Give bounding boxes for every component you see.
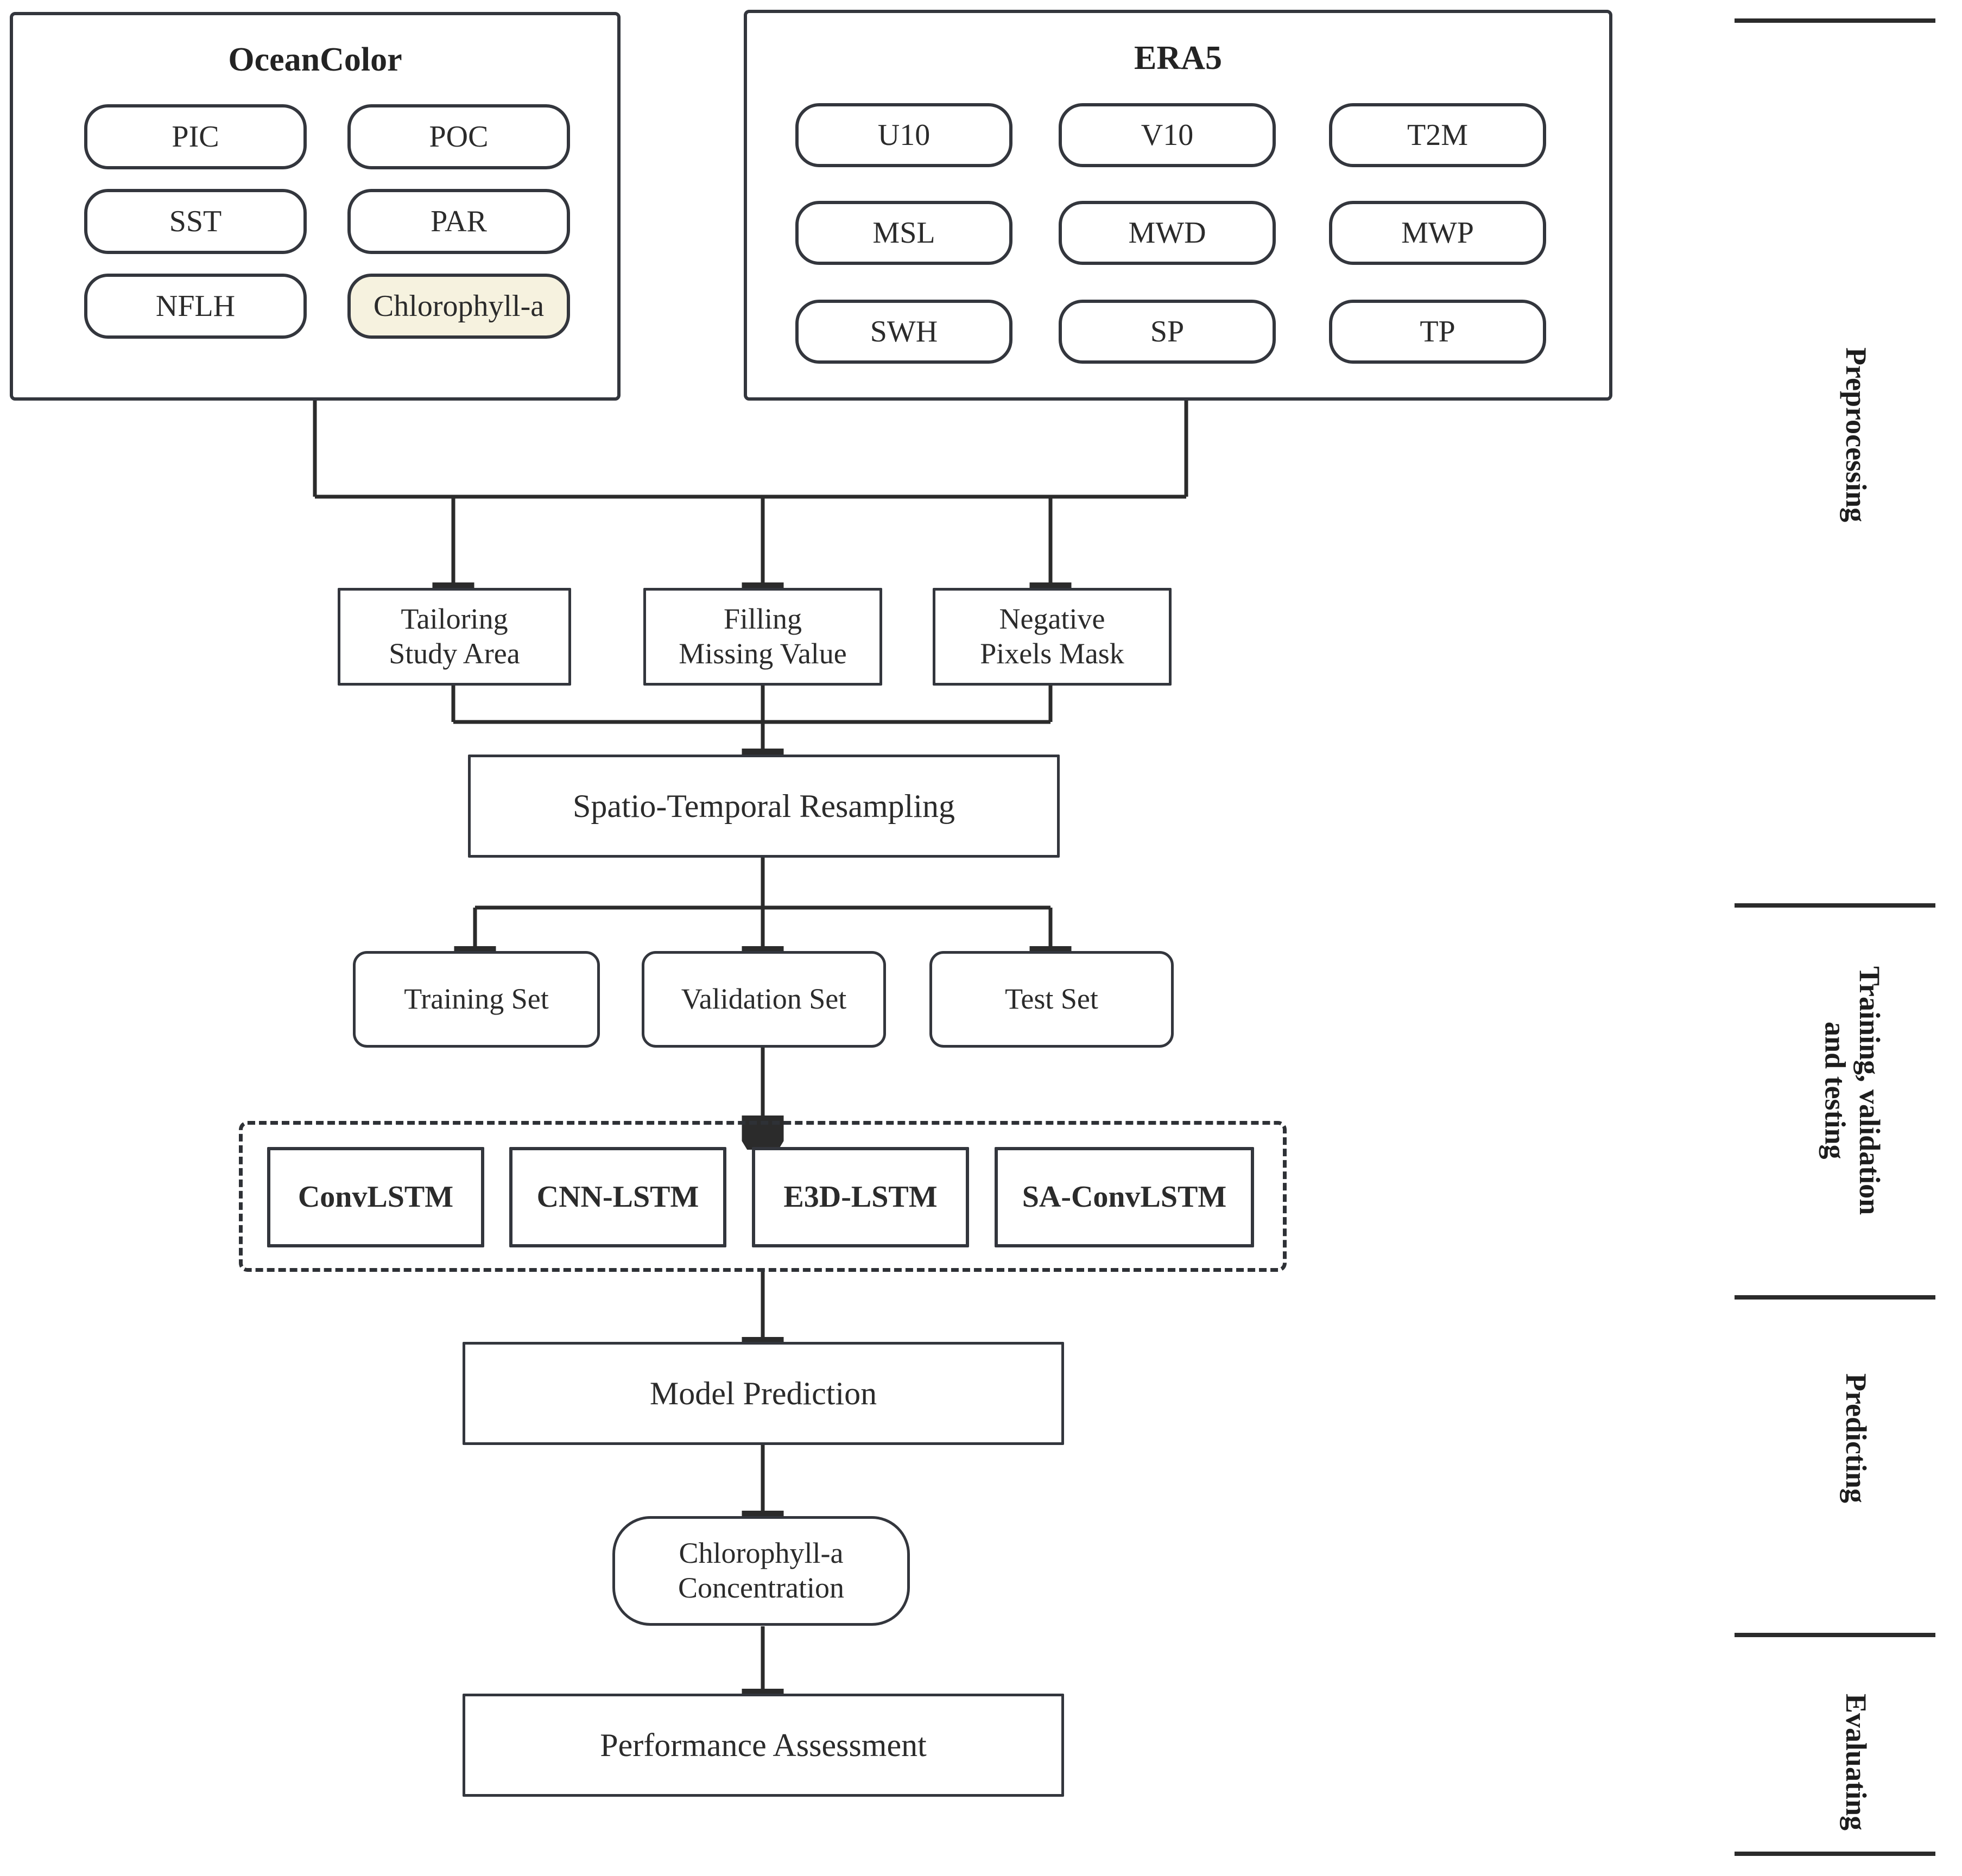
step-tailoring-study-area[interactable]: Tailoring Study Area	[338, 588, 571, 686]
variable-u10[interactable]: U10	[795, 103, 1012, 167]
variable-v10[interactable]: V10	[1059, 103, 1276, 167]
variable-msl[interactable]: MSL	[795, 201, 1012, 265]
model-sa-convlstm[interactable]: SA-ConvLSTM	[995, 1147, 1254, 1247]
phase-label-training-validation-testing: Training, validation and testing	[1819, 966, 1886, 1215]
step-negative-pixels-mask[interactable]: Negative Pixels Mask	[933, 588, 1172, 686]
phase-divider-top	[1735, 18, 1935, 23]
variable-sp[interactable]: SP	[1059, 300, 1276, 364]
phase-label-preprocessing: Preprocessing	[1840, 347, 1872, 522]
model-bank-container	[239, 1121, 1287, 1272]
variable-mwd[interactable]: MWD	[1059, 201, 1276, 265]
model-convlstm[interactable]: ConvLSTM	[267, 1147, 484, 1247]
model-e3d-lstm[interactable]: E3D-LSTM	[752, 1147, 969, 1247]
variable-nflh[interactable]: NFLH	[84, 274, 307, 339]
variable-poc[interactable]: POC	[347, 104, 570, 169]
variable-tp[interactable]: TP	[1329, 300, 1546, 364]
phase-label-evaluating: Evaluating	[1840, 1694, 1872, 1831]
dataset-training-set[interactable]: Training Set	[353, 951, 600, 1048]
variable-par[interactable]: PAR	[347, 189, 570, 254]
step-performance-assessment[interactable]: Performance Assessment	[463, 1694, 1064, 1797]
era5-title: ERA5	[1134, 40, 1222, 77]
phase-divider-preprocessing-bottom	[1735, 903, 1935, 908]
step-filling-missing-value[interactable]: Filling Missing Value	[643, 588, 882, 686]
oceancolor-title: OceanColor	[228, 41, 402, 78]
output-chlorophyll-a-concentration[interactable]: Chlorophyll-a Concentration	[612, 1516, 910, 1626]
variable-t2m[interactable]: T2M	[1329, 103, 1546, 167]
variable-sst[interactable]: SST	[84, 189, 307, 254]
variable-pic[interactable]: PIC	[84, 104, 307, 169]
step-model-prediction[interactable]: Model Prediction	[463, 1342, 1064, 1445]
phase-divider-training-bottom	[1735, 1295, 1935, 1300]
variable-mwp[interactable]: MWP	[1329, 201, 1546, 265]
dataset-validation-set[interactable]: Validation Set	[642, 951, 886, 1048]
phase-label-predicting: Predicting	[1840, 1373, 1872, 1503]
dataset-test-set[interactable]: Test Set	[929, 951, 1174, 1048]
step-spatio-temporal-resampling[interactable]: Spatio-Temporal Resampling	[468, 755, 1060, 858]
variable-swh[interactable]: SWH	[795, 300, 1012, 364]
model-cnn-lstm[interactable]: CNN-LSTM	[509, 1147, 726, 1247]
phase-divider-predicting-bottom	[1735, 1633, 1935, 1637]
phase-divider-bottom	[1735, 1852, 1935, 1856]
variable-chlorophyll-a[interactable]: Chlorophyll-a	[347, 274, 570, 339]
